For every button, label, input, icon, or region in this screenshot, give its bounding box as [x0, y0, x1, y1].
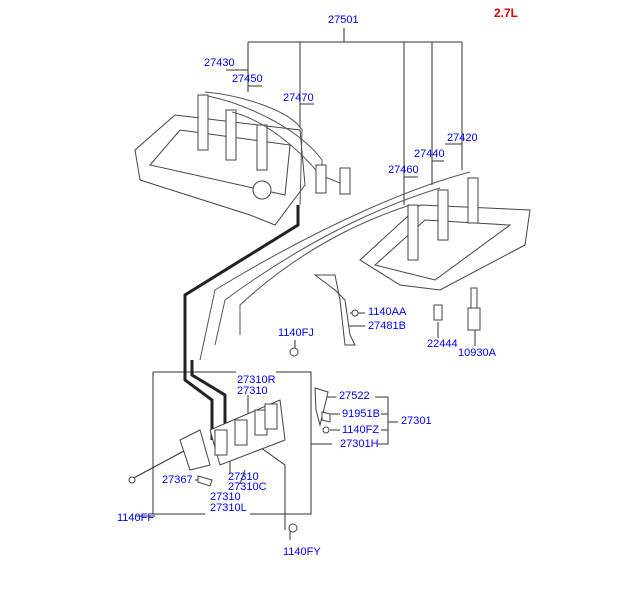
part-label[interactable]: 27420 [447, 132, 478, 144]
part-label[interactable]: 27450 [232, 73, 263, 85]
spark-plug-10930a [467, 287, 481, 331]
part-label[interactable]: 1140FZ [342, 424, 379, 436]
part-22444 [433, 304, 443, 321]
part-label[interactable]: 27310 [210, 491, 241, 503]
cylinder-head-right [199, 171, 531, 361]
part-label[interactable]: 27481B [368, 320, 406, 332]
part-label[interactable]: 10930A [458, 347, 497, 359]
ignition-coil-pack [128, 387, 331, 533]
part-label[interactable]: 27310L [210, 502, 247, 514]
part-label[interactable]: 27310C [228, 481, 267, 493]
cylinder-head-left [134, 91, 351, 226]
part-label[interactable]: 27470 [283, 92, 314, 104]
part-label[interactable]: 1140FY [283, 546, 321, 558]
part-label[interactable]: 27522 [339, 390, 370, 402]
part-label[interactable]: 1140FF [117, 512, 154, 524]
bolt-1140aa [351, 309, 359, 317]
part-label[interactable]: 27430 [204, 57, 235, 69]
part-label[interactable]: 1140AA [368, 306, 407, 318]
bolt-1140fj [289, 347, 299, 357]
part-label[interactable]: 27310R [237, 374, 276, 386]
part-label[interactable]: 22444 [427, 338, 458, 350]
part-label[interactable]: 1140FJ [278, 327, 314, 339]
part-label[interactable]: 27440 [414, 148, 445, 160]
part-label[interactable]: 27310 [237, 385, 268, 397]
part-label[interactable]: 27460 [388, 164, 419, 176]
part-label[interactable]: 91951B [342, 408, 380, 420]
engine-variant-label: 2.7L [494, 6, 518, 20]
part-label[interactable]: 27501 [328, 14, 359, 26]
bracket-27481b [313, 274, 356, 346]
part-label[interactable]: 27310 [228, 471, 259, 483]
part-number-labels: 27501 27430 27450 27470 27420 27440 2746… [117, 14, 497, 558]
part-label[interactable]: 27301H [340, 438, 379, 450]
part-label[interactable]: 27367 [162, 474, 193, 486]
ignition-wire-harness [183, 205, 300, 440]
part-label[interactable]: 27301 [401, 415, 432, 427]
